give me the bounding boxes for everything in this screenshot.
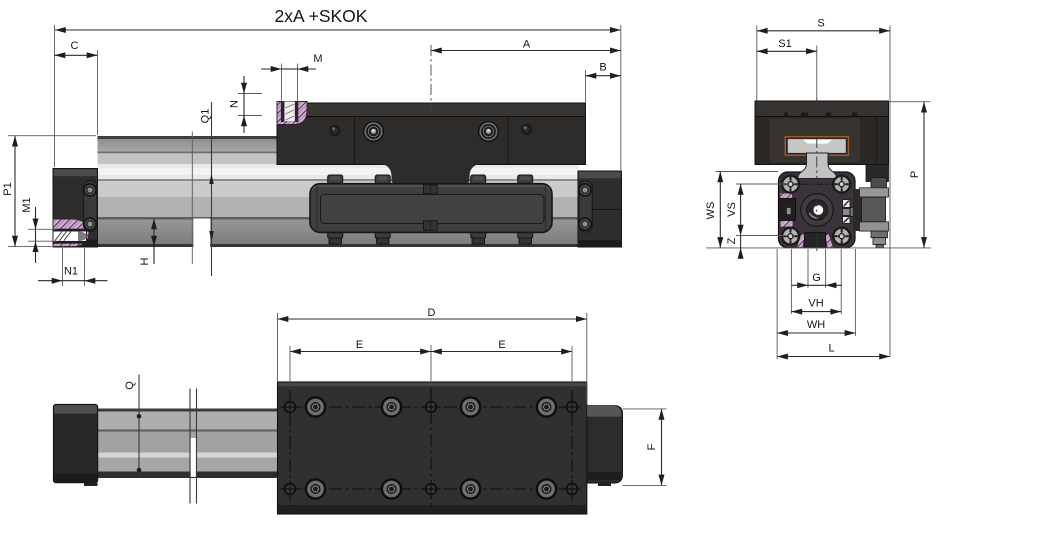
- svg-text:S: S: [817, 18, 824, 30]
- svg-text:M: M: [313, 53, 322, 65]
- svg-text:H: H: [139, 257, 151, 265]
- svg-text:G: G: [812, 272, 821, 284]
- svg-text:E: E: [498, 339, 505, 351]
- svg-text:Q: Q: [124, 381, 136, 390]
- svg-text:WS: WS: [705, 202, 717, 220]
- svg-text:D: D: [428, 307, 436, 319]
- svg-text:Q1: Q1: [200, 109, 212, 124]
- svg-text:A: A: [523, 39, 531, 51]
- svg-text:2xA +SKOK: 2xA +SKOK: [275, 6, 368, 26]
- svg-text:Z: Z: [726, 237, 738, 244]
- svg-text:L: L: [828, 343, 834, 355]
- svg-text:VH: VH: [808, 298, 823, 310]
- svg-text:F: F: [646, 443, 658, 450]
- svg-text:B: B: [599, 62, 606, 74]
- svg-text:WH: WH: [807, 319, 825, 331]
- svg-text:N1: N1: [64, 266, 78, 278]
- svg-text:P: P: [909, 171, 921, 178]
- svg-text:S1: S1: [778, 38, 791, 50]
- svg-text:P1: P1: [2, 182, 14, 195]
- svg-text:C: C: [71, 40, 79, 52]
- svg-text:VS: VS: [726, 202, 738, 217]
- svg-text:M1: M1: [21, 197, 33, 212]
- svg-text:N: N: [229, 100, 241, 108]
- svg-text:E: E: [356, 339, 363, 351]
